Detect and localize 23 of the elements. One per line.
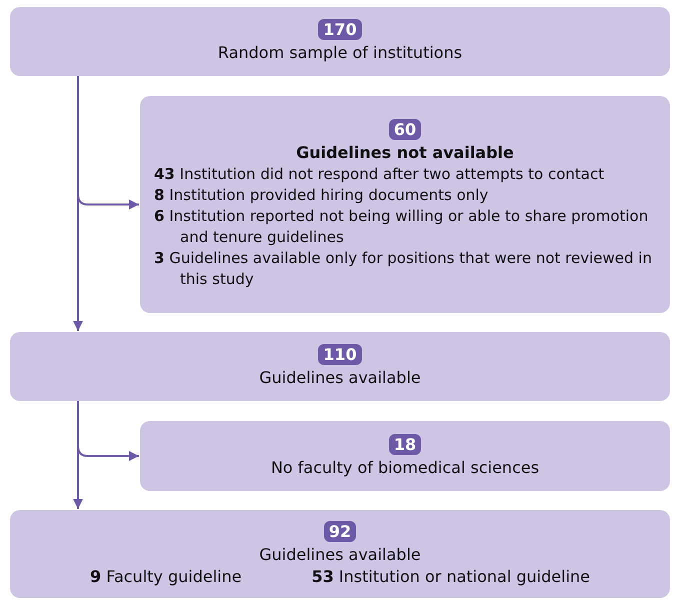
reason-item: 8 Institution provided hiring documents only	[153, 185, 490, 206]
breakdown-item: 53 Institution or national guideline	[312, 566, 590, 588]
process-box	[10, 332, 670, 401]
count-badge: 60	[388, 119, 422, 140]
reason-item: 43 Institution did not respond after two attempts to contact	[153, 164, 606, 185]
box-heading: Guidelines available	[259, 544, 421, 566]
count-badge: 92	[324, 520, 356, 542]
box-heading: No faculty of biomedical sciences	[270, 456, 540, 478]
breakdown-item: 9 Faculty guideline	[90, 566, 242, 588]
count-badge: 110	[318, 344, 362, 365]
process-box	[10, 510, 670, 598]
box-heading: Guidelines not available	[296, 142, 514, 164]
count-badge: 18	[388, 434, 422, 454]
arrow	[73, 76, 83, 331]
process-box	[140, 96, 670, 313]
process-box	[140, 421, 670, 491]
process-box	[10, 7, 670, 76]
box-heading: Random sample of institutions	[218, 42, 462, 64]
reason-item: 3 Guidelines available only for positions that were not reviewed in this study	[153, 248, 653, 290]
reason-item: 6 Institution reported not being willing or able to share promotion and tenure guidelines	[153, 206, 650, 248]
count-badge: 170	[318, 19, 362, 40]
arrow	[73, 401, 83, 509]
box-heading: Guidelines available	[259, 367, 421, 389]
